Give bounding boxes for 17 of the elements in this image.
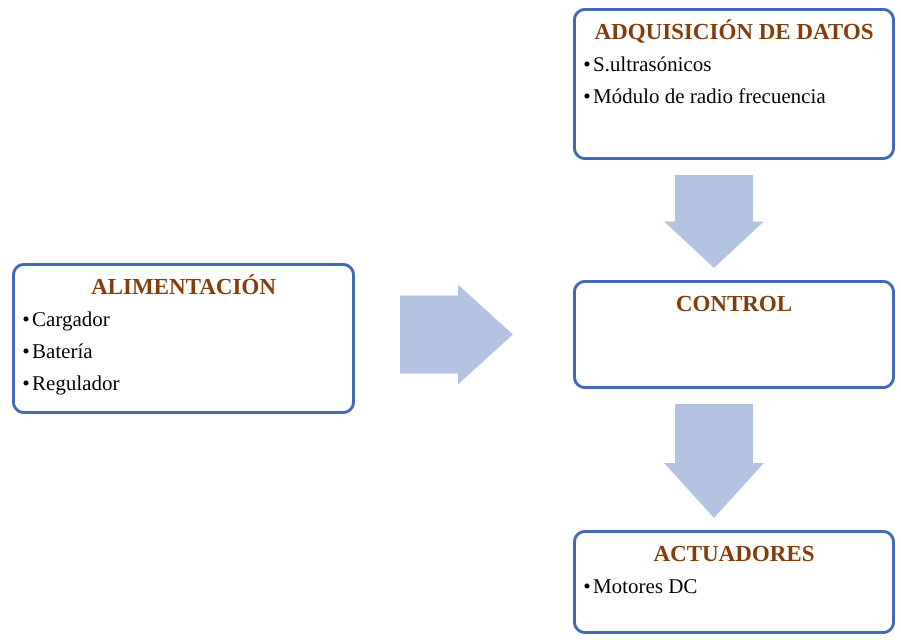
process-box xyxy=(12,263,355,414)
box-heading: ADQUISICIÓN DE DATOS xyxy=(593,19,875,44)
bullet-item: S.ultrasónicos xyxy=(593,51,712,78)
process-box xyxy=(573,8,895,160)
bullet-item: Regulador xyxy=(32,370,120,397)
bullet-item: Batería xyxy=(32,338,93,365)
bullet-item: Motores DC xyxy=(593,573,698,600)
box-heading: CONTROL xyxy=(674,291,794,316)
bullet-item: Cargador xyxy=(32,306,110,333)
process-box xyxy=(573,280,895,389)
box-heading: ALIMENTACIÓN xyxy=(90,274,277,299)
block-arrow xyxy=(400,284,513,384)
bullet-item: Módulo de radio frecuencia xyxy=(593,83,826,110)
box-heading: ACTUADORES xyxy=(652,541,816,566)
block-arrow xyxy=(664,404,764,518)
process-box xyxy=(573,530,895,634)
block-arrow xyxy=(664,175,764,268)
